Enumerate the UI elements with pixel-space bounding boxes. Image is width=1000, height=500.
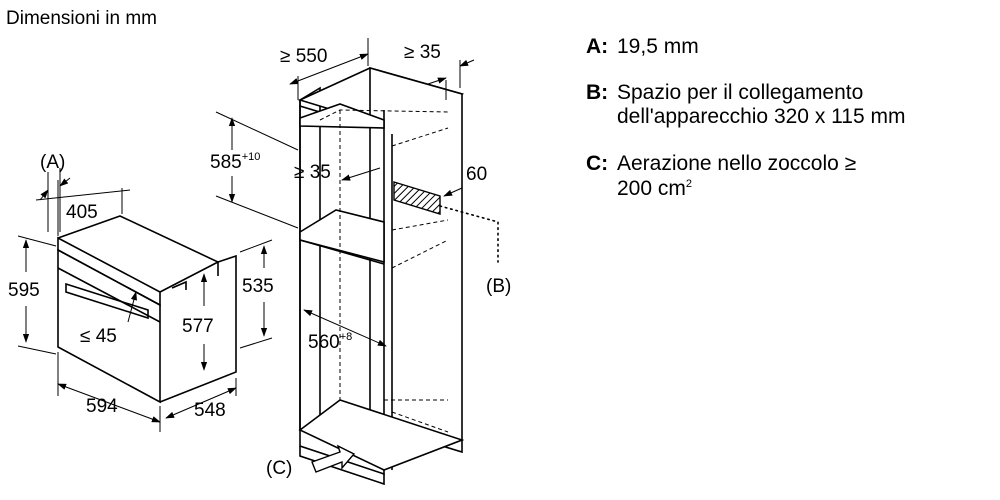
legend-c-key: C: <box>586 152 608 175</box>
dim-label-60: 60 <box>466 164 487 185</box>
air-inlet-arrow <box>311 444 356 473</box>
dim-label-585-main: 585 <box>210 152 242 173</box>
connection-leader-dotted <box>439 205 499 263</box>
dim-label-405: 405 <box>66 202 98 223</box>
dim-label-577: 577 <box>182 316 214 337</box>
dim-label-a: (A) <box>40 152 65 173</box>
oven-dimension-labels: (A) 405 595 ≤ 45 577 535 594 548 <box>8 152 274 421</box>
dim-label-le45: ≤ 45 <box>80 326 117 347</box>
legend-c-line1: Aerazione nello zoccolo ≥ <box>617 152 856 175</box>
legend-c-line2-sup: 2 <box>686 178 692 190</box>
cabinet-drawing <box>297 66 465 486</box>
dim-label-b: (B) <box>486 276 511 297</box>
dim-label-594: 594 <box>86 396 118 417</box>
dim-label-585: 585+10 <box>210 151 260 173</box>
dim-label-ge550: ≥ 550 <box>280 46 327 67</box>
dim-label-560-sup: +8 <box>340 331 353 343</box>
dim-label-548: 548 <box>194 400 226 421</box>
dim-label-c: (C) <box>266 458 292 479</box>
legend-b-line1: Spazio per il collegamento <box>617 81 863 104</box>
legend-c-line2: 200 cm2 <box>617 177 692 200</box>
legend: A: 19,5 mm B: Spazio per il collegamento… <box>586 35 905 200</box>
dim-label-ge35-top: ≥ 35 <box>404 42 441 63</box>
legend-c-line2-main: 200 cm <box>617 177 686 200</box>
cabinet-dimension-labels: ≥ 550 ≥ 35 585+10 ≥ 35 60 (B) 560+8 (C) <box>210 42 511 479</box>
legend-b-key: B: <box>586 81 608 104</box>
dim-label-560-main: 560 <box>308 332 340 353</box>
dim-label-535: 535 <box>242 276 274 297</box>
dim-label-595: 595 <box>8 280 40 301</box>
legend-a-key: A: <box>586 35 608 58</box>
page-title: Dimensioni in mm <box>6 8 157 29</box>
oven-dimension-lines <box>17 168 273 432</box>
oven-drawing <box>57 215 237 404</box>
cabinet-dimension-lines <box>215 38 475 347</box>
connection-space-hatch <box>393 181 441 215</box>
dim-label-560: 560+8 <box>308 331 352 353</box>
legend-b-line2: dell'apparecchio 320 x 115 mm <box>617 105 905 128</box>
dim-label-585-sup: +10 <box>242 151 261 163</box>
legend-a-text: 19,5 mm <box>617 35 699 58</box>
dim-label-ge35-mid: ≥ 35 <box>294 162 331 183</box>
